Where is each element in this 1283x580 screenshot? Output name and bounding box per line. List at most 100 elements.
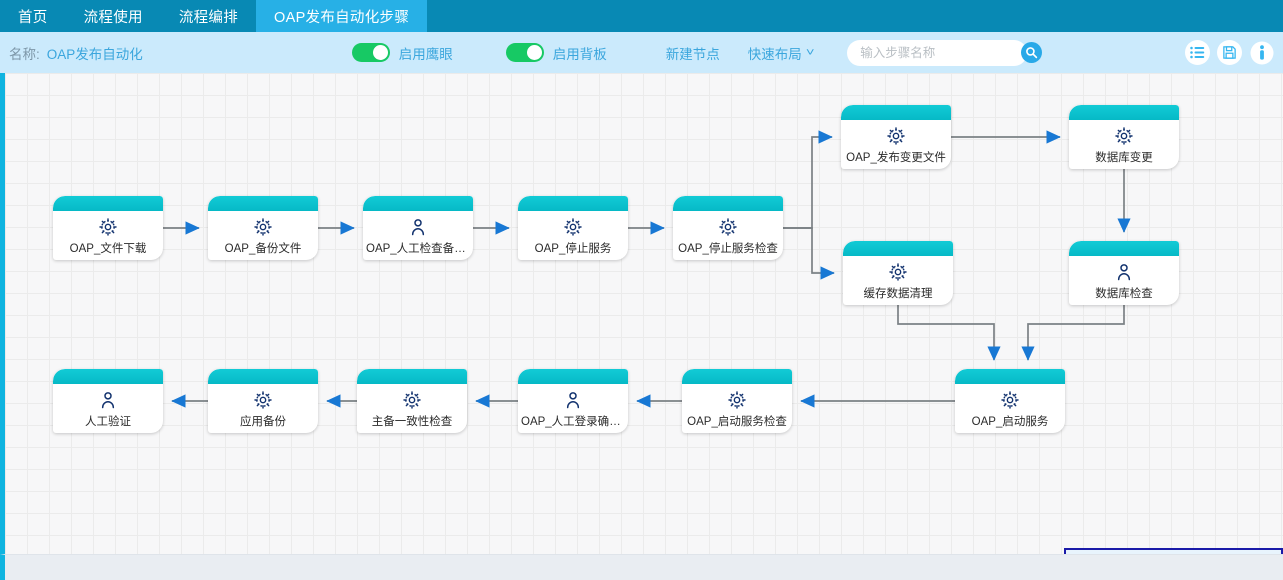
node-label: OAP_备份文件 xyxy=(224,242,302,255)
node-label: OAP_人工检查备份... xyxy=(366,242,470,255)
node-body: 应用备份 xyxy=(208,384,318,433)
node-body: 数据库变更 xyxy=(1069,120,1179,169)
flow-node[interactable]: OAP_启动服务检查 xyxy=(682,369,792,433)
node-body: OAP_启动服务检查 xyxy=(682,384,792,433)
gear-icon xyxy=(253,389,273,411)
node-header xyxy=(518,369,628,384)
node-header xyxy=(843,241,953,256)
quick-layout-dropdown[interactable]: 快速布局 ˅ xyxy=(747,43,815,63)
flow-node[interactable]: 主备一致性检查 xyxy=(357,369,467,433)
search-input[interactable] xyxy=(860,45,1022,60)
node-body: OAP_人工检查备份... xyxy=(363,211,473,260)
node-body: OAP_停止服务检查 xyxy=(673,211,783,260)
list-icon[interactable] xyxy=(1185,40,1210,65)
node-header xyxy=(1069,241,1179,256)
flow-node[interactable]: 数据库变更 xyxy=(1069,105,1179,169)
flow-edge xyxy=(783,130,833,229)
node-label: OAP_停止服务检查 xyxy=(678,242,778,255)
gear-icon xyxy=(1114,125,1134,147)
gear-icon xyxy=(98,216,118,238)
node-body: 数据库检查 xyxy=(1069,256,1179,305)
node-body: OAP_人工登录确认... xyxy=(518,384,628,433)
save-icon[interactable] xyxy=(1217,40,1242,65)
flow-node[interactable]: OAP_停止服务 xyxy=(518,196,628,260)
node-header xyxy=(357,369,467,384)
tab-3[interactable]: OAP发布自动化步骤 xyxy=(256,0,428,32)
node-body: 缓存数据清理 xyxy=(843,256,953,305)
edge-layer xyxy=(163,130,1131,408)
new-node-button[interactable]: 新建节点 xyxy=(665,46,720,62)
flow-node[interactable]: 人工验证 xyxy=(53,369,163,433)
node-body: OAP_停止服务 xyxy=(518,211,628,260)
flow-node[interactable]: OAP_人工检查备份... xyxy=(363,196,473,260)
node-label: OAP_发布变更文件 xyxy=(846,151,946,164)
flow-node[interactable]: OAP_备份文件 xyxy=(208,196,318,260)
toggle-knob xyxy=(372,45,388,60)
chevron-down-icon: ˅ xyxy=(805,46,815,59)
node-header xyxy=(53,196,163,211)
search-button[interactable] xyxy=(1021,42,1043,63)
node-label: OAP_文件下载 xyxy=(69,242,147,255)
eagle-eye-toggle-group: 启用鹰眼 xyxy=(351,43,453,63)
tab-0[interactable]: 首页 xyxy=(18,9,48,26)
node-label: 应用备份 xyxy=(240,415,286,428)
node-header xyxy=(955,369,1065,384)
flow-name-value: OAP发布自动化 xyxy=(46,46,143,62)
flow-node[interactable]: OAP_停止服务检查 xyxy=(673,196,783,260)
flow-canvas[interactable]: OAP_文件下载 OAP_备份文件 OAP_人工检查备份... OAP_停止服务 OAP… xyxy=(0,73,1283,554)
eagle-eye-toggle[interactable] xyxy=(351,43,390,62)
toolbar: 名称: OAP发布自动化 启用鹰眼 启用背板 新建节点 快速布局 ˅ xyxy=(0,32,1283,73)
tab-1[interactable]: 流程使用 xyxy=(83,9,143,26)
node-label: 主备一致性检查 xyxy=(371,415,453,428)
flow-node[interactable]: OAP_发布变更文件 xyxy=(841,105,951,169)
flow-node[interactable]: OAP_文件下载 xyxy=(53,196,163,260)
flow-edge xyxy=(783,227,835,280)
minimap[interactable] xyxy=(1064,548,1283,554)
flow-node[interactable]: 应用备份 xyxy=(208,369,318,433)
flow-node[interactable]: OAP_启动服务 xyxy=(955,369,1065,433)
backdrop-toggle-group: 启用背板 xyxy=(505,43,607,63)
flow-node[interactable]: 数据库检查 xyxy=(1069,241,1179,305)
node-header xyxy=(208,369,318,384)
node-header xyxy=(682,369,792,384)
backdrop-toggle[interactable] xyxy=(505,43,544,62)
backdrop-label: 启用背板 xyxy=(552,46,607,62)
person-icon xyxy=(408,216,428,238)
node-label: 人工验证 xyxy=(85,415,131,428)
node-body: 人工验证 xyxy=(53,384,163,433)
flow-node[interactable]: 缓存数据清理 xyxy=(843,241,953,305)
node-label: OAP_启动服务检查 xyxy=(687,415,787,428)
search-box xyxy=(847,39,1043,66)
flow-node[interactable]: OAP_人工登录确认... xyxy=(518,369,628,433)
node-body: OAP_启动服务 xyxy=(955,384,1065,433)
info-icon[interactable] xyxy=(1249,40,1274,65)
toolbar-icon-group xyxy=(1185,40,1274,65)
person-icon xyxy=(98,389,118,411)
node-label: OAP_停止服务 xyxy=(534,242,612,255)
tab-2[interactable]: 流程编排 xyxy=(178,9,239,26)
horizontal-scrollbar[interactable] xyxy=(0,554,1283,580)
node-label: 数据库检查 xyxy=(1095,287,1153,300)
node-header xyxy=(1069,105,1179,120)
gear-icon xyxy=(253,216,273,238)
node-header xyxy=(53,369,163,384)
gear-icon xyxy=(1000,389,1020,411)
gear-icon xyxy=(886,125,906,147)
quick-layout-label: 快速布局 xyxy=(747,46,802,62)
node-label: OAP_人工登录确认... xyxy=(521,415,625,428)
gear-icon xyxy=(563,216,583,238)
toggle-knob xyxy=(526,45,542,60)
node-body: OAP_文件下载 xyxy=(53,211,163,260)
node-header xyxy=(208,196,318,211)
gear-icon xyxy=(718,216,738,238)
node-header xyxy=(841,105,951,120)
person-icon xyxy=(563,389,583,411)
node-label: 缓存数据清理 xyxy=(863,287,933,300)
gear-icon xyxy=(888,261,908,283)
node-body: OAP_备份文件 xyxy=(208,211,318,260)
node-label: 数据库变更 xyxy=(1095,151,1153,164)
node-header xyxy=(363,196,473,211)
node-label: OAP_启动服务 xyxy=(971,415,1049,428)
eagle-eye-label: 启用鹰眼 xyxy=(398,46,453,62)
